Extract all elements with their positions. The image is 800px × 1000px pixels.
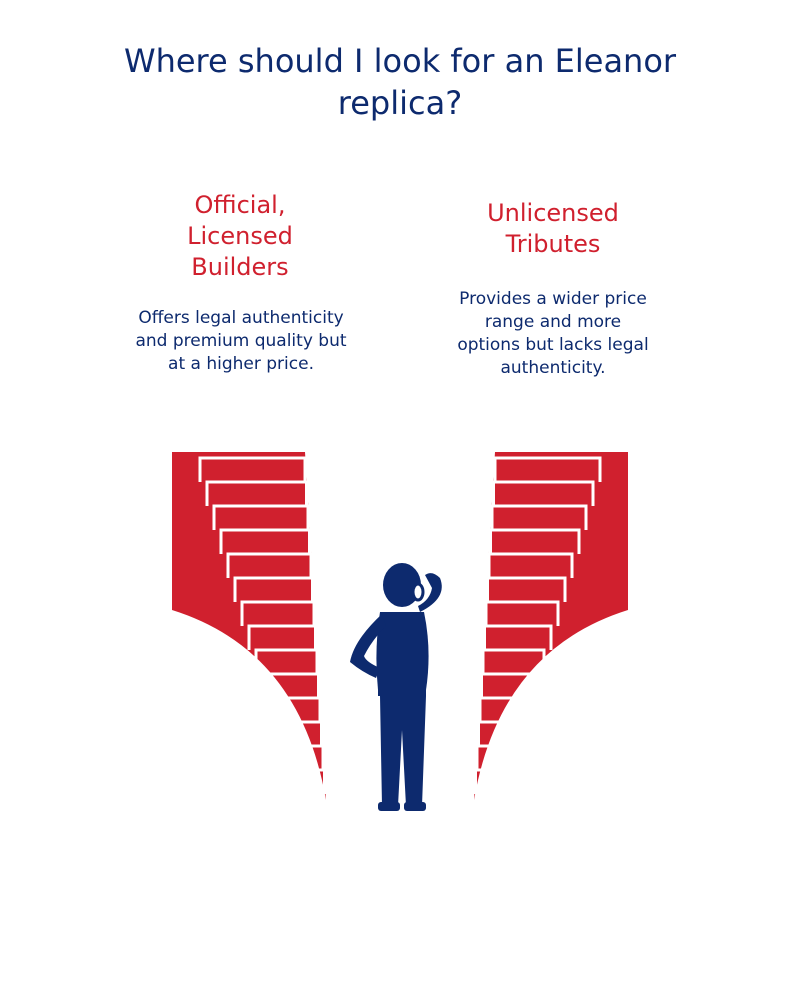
option-licensed-heading: Official, Licensed Builders xyxy=(187,191,293,281)
person-right-shoe xyxy=(404,802,426,811)
person-left-shoe xyxy=(378,802,400,811)
person-belt xyxy=(378,688,426,696)
person-legs xyxy=(380,696,426,806)
right-step xyxy=(483,624,553,650)
person-hip-arm xyxy=(350,614,386,678)
option-unlicensed-heading: Unlicensed Tributes xyxy=(487,199,619,258)
right-step xyxy=(487,552,574,578)
right-step xyxy=(474,768,511,794)
left-step xyxy=(268,696,322,722)
left-step xyxy=(254,648,319,674)
right-step xyxy=(481,648,546,674)
right-steps xyxy=(474,456,602,794)
option-licensed-description: Offers legal authenticity and premium qu… xyxy=(135,308,347,374)
left-step xyxy=(289,768,326,794)
right-step xyxy=(478,696,532,722)
right-step xyxy=(489,528,581,554)
left-step xyxy=(205,480,308,506)
left-steps xyxy=(198,456,326,794)
page-title: Where should I look for an Eleanor repli… xyxy=(123,42,677,122)
left-step xyxy=(282,744,325,770)
person-raised-arm xyxy=(418,573,442,612)
left-step xyxy=(198,456,307,482)
right-step xyxy=(486,576,567,602)
right-step xyxy=(493,456,602,482)
right-step xyxy=(492,480,595,506)
right-step xyxy=(475,744,518,770)
left-step xyxy=(261,672,320,698)
right-step xyxy=(484,600,560,626)
left-step xyxy=(247,624,317,650)
option-unlicensed-description: Provides a wider price range and more op… xyxy=(457,289,649,378)
person-head xyxy=(383,563,421,607)
left-step xyxy=(240,600,316,626)
left-step xyxy=(233,576,314,602)
thinking-person-figure xyxy=(350,563,442,811)
left-step xyxy=(226,552,313,578)
left-step xyxy=(219,528,311,554)
left-step xyxy=(212,504,310,530)
right-step xyxy=(480,672,539,698)
person-ear xyxy=(411,582,425,602)
right-step xyxy=(477,720,525,746)
right-step xyxy=(490,504,588,530)
left-step xyxy=(275,720,323,746)
person-torso xyxy=(376,612,429,690)
